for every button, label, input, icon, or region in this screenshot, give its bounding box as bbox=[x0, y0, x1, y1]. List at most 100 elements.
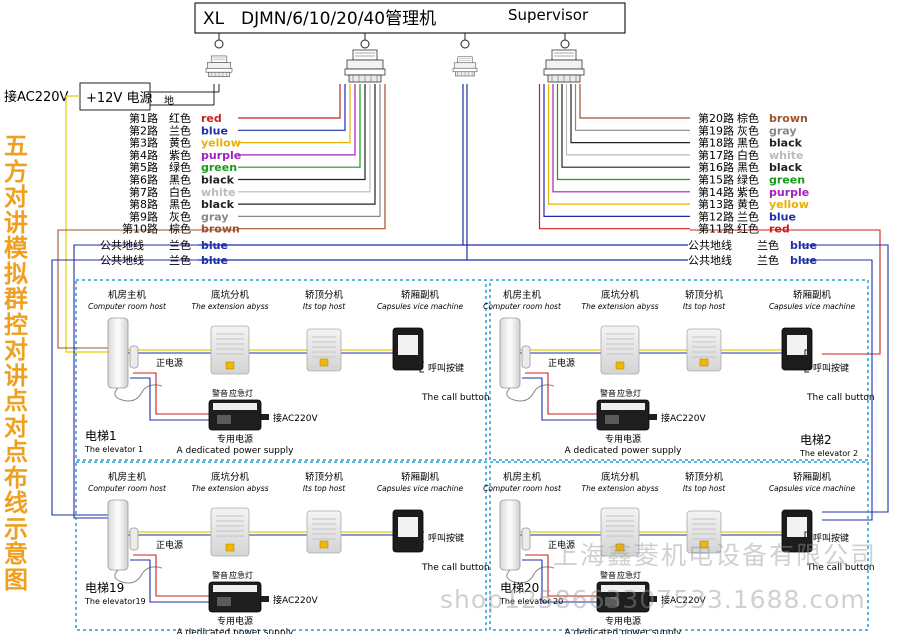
route-color-cn: 紫色 bbox=[737, 185, 759, 199]
device-title-cn: 底坑分机 bbox=[601, 289, 640, 301]
supervisor-label: Supervisor bbox=[508, 6, 589, 24]
route-color-cn: 红色 bbox=[737, 222, 759, 236]
header-stems bbox=[214, 33, 570, 49]
drop-wire bbox=[73, 244, 198, 519]
alarm-label: 警音 bbox=[212, 388, 228, 398]
emergency-light-label: 应急灯 bbox=[617, 570, 641, 580]
psu-ac-label: 接AC220V bbox=[661, 412, 706, 424]
route-number: 第16路 bbox=[698, 160, 734, 174]
positive-power-label: 正电源 bbox=[156, 357, 183, 369]
route-number: 第1路 bbox=[129, 111, 158, 125]
route-wire bbox=[570, 84, 690, 144]
device-title-cn: 轿顶分机 bbox=[305, 471, 344, 483]
common-ground-color-en: blue bbox=[790, 254, 817, 267]
route-wire bbox=[238, 84, 376, 205]
device-title-en: Computer room host bbox=[88, 302, 167, 311]
device-title-cn: 轿厢副机 bbox=[401, 471, 440, 483]
call-button-cn: 呼叫按键 bbox=[428, 532, 464, 544]
psu-terminal-strip bbox=[213, 585, 257, 592]
route-color-cn: 黑色 bbox=[737, 160, 759, 174]
drop-wire bbox=[800, 244, 889, 513]
device-title-en: Capsules vice machine bbox=[377, 302, 464, 311]
bay-border bbox=[489, 279, 869, 461]
route-color-en: black bbox=[201, 198, 235, 211]
power-wire bbox=[522, 377, 597, 421]
route-color-en: black bbox=[769, 137, 803, 150]
route-color-en: gray bbox=[201, 210, 229, 223]
route-color-en: brown bbox=[201, 223, 240, 236]
device-title-en: Capsules vice machine bbox=[377, 484, 464, 493]
route-wire bbox=[238, 84, 361, 168]
psu-indicator bbox=[605, 597, 619, 606]
device-title-cn: 轿厢副机 bbox=[793, 471, 832, 483]
alarm-label: 警音 bbox=[600, 388, 616, 398]
room-host-cradle bbox=[521, 345, 531, 369]
route-color-cn: 绿色 bbox=[169, 160, 191, 174]
device-title-en: The extension abyss bbox=[581, 302, 658, 311]
device-title-en: Its top host bbox=[683, 302, 726, 311]
device-title-cn: 底坑分机 bbox=[601, 471, 640, 483]
device-title-en: The extension abyss bbox=[581, 484, 658, 493]
pit-extension-speaker bbox=[600, 325, 640, 375]
route-color-en: white bbox=[201, 186, 235, 199]
device-title-en: Computer room host bbox=[88, 484, 167, 493]
speaker-button-icon bbox=[615, 543, 625, 552]
common-ground-color-cn: 兰色 bbox=[757, 253, 779, 267]
power-wire bbox=[525, 372, 597, 415]
route-color-en: purple bbox=[769, 186, 809, 199]
psu-title-en: A dedicated power supply bbox=[565, 446, 683, 456]
device-title-en: Computer room host bbox=[483, 302, 562, 311]
route-color-en: black bbox=[201, 174, 235, 187]
emergency-light-label: 应急灯 bbox=[229, 388, 253, 398]
elevator-name-en: The elevator 1 bbox=[84, 445, 143, 454]
speaker-button-icon bbox=[319, 358, 329, 367]
wire-layer bbox=[51, 84, 889, 521]
positive-power-label: 正电源 bbox=[156, 539, 183, 551]
call-button-icon bbox=[419, 361, 424, 373]
side-title: 五方对讲模拟群控对讲点对点布线示意图 bbox=[4, 132, 28, 594]
route-wire bbox=[543, 84, 690, 217]
psu-title-cn: 专用电源 bbox=[605, 615, 641, 627]
route-number: 第3路 bbox=[129, 136, 158, 150]
power-wire bbox=[525, 554, 597, 597]
speaker-button-icon bbox=[699, 540, 709, 549]
psu-title-cn: 专用电源 bbox=[605, 433, 641, 445]
device-title-cn: 轿顶分机 bbox=[685, 289, 724, 301]
speaker-button-icon bbox=[615, 361, 625, 370]
device-title-en: Capsules vice machine bbox=[769, 302, 856, 311]
room-host-cradle bbox=[129, 345, 139, 369]
route-number: 第2路 bbox=[129, 123, 158, 137]
call-button-cn: 呼叫按键 bbox=[813, 362, 849, 374]
call-button-icon bbox=[804, 361, 809, 373]
drop-wire bbox=[800, 259, 873, 521]
power-input-label: 接AC220V bbox=[4, 89, 69, 105]
left-connector bbox=[344, 49, 386, 83]
route-color-en: blue bbox=[769, 210, 796, 223]
route-wire bbox=[238, 84, 346, 131]
psu-indicator bbox=[217, 415, 231, 424]
psu-plug-icon bbox=[261, 414, 269, 420]
bay-border bbox=[489, 461, 869, 631]
car-vice-label-plate bbox=[398, 517, 418, 537]
common-ground-color-cn: 兰色 bbox=[169, 253, 191, 267]
supervisor-box: XL DJMN/6/10/20/40管理机 Supervisor bbox=[194, 2, 626, 34]
device-title-cn: 轿顶分机 bbox=[305, 289, 344, 301]
device-title-cn: 机房主机 bbox=[108, 471, 147, 483]
route-number: 第12路 bbox=[698, 209, 734, 223]
power-output-label: +12V 电源 bbox=[86, 91, 152, 106]
route-color-en: yellow bbox=[201, 137, 241, 150]
route-color-cn: 黄色 bbox=[169, 136, 191, 150]
route-color-cn: 黑色 bbox=[737, 136, 759, 150]
route-number: 第18路 bbox=[698, 136, 734, 150]
psu-title-en: A dedicated power supply bbox=[565, 628, 683, 634]
speaker-button-icon bbox=[699, 358, 709, 367]
top-extension-speaker bbox=[686, 510, 722, 554]
route-color-cn: 兰色 bbox=[169, 123, 191, 137]
route-wire bbox=[565, 84, 690, 156]
power-wire bbox=[130, 377, 209, 421]
common-ground-color-en: blue bbox=[201, 239, 228, 252]
route-color-cn: 红色 bbox=[169, 111, 191, 125]
